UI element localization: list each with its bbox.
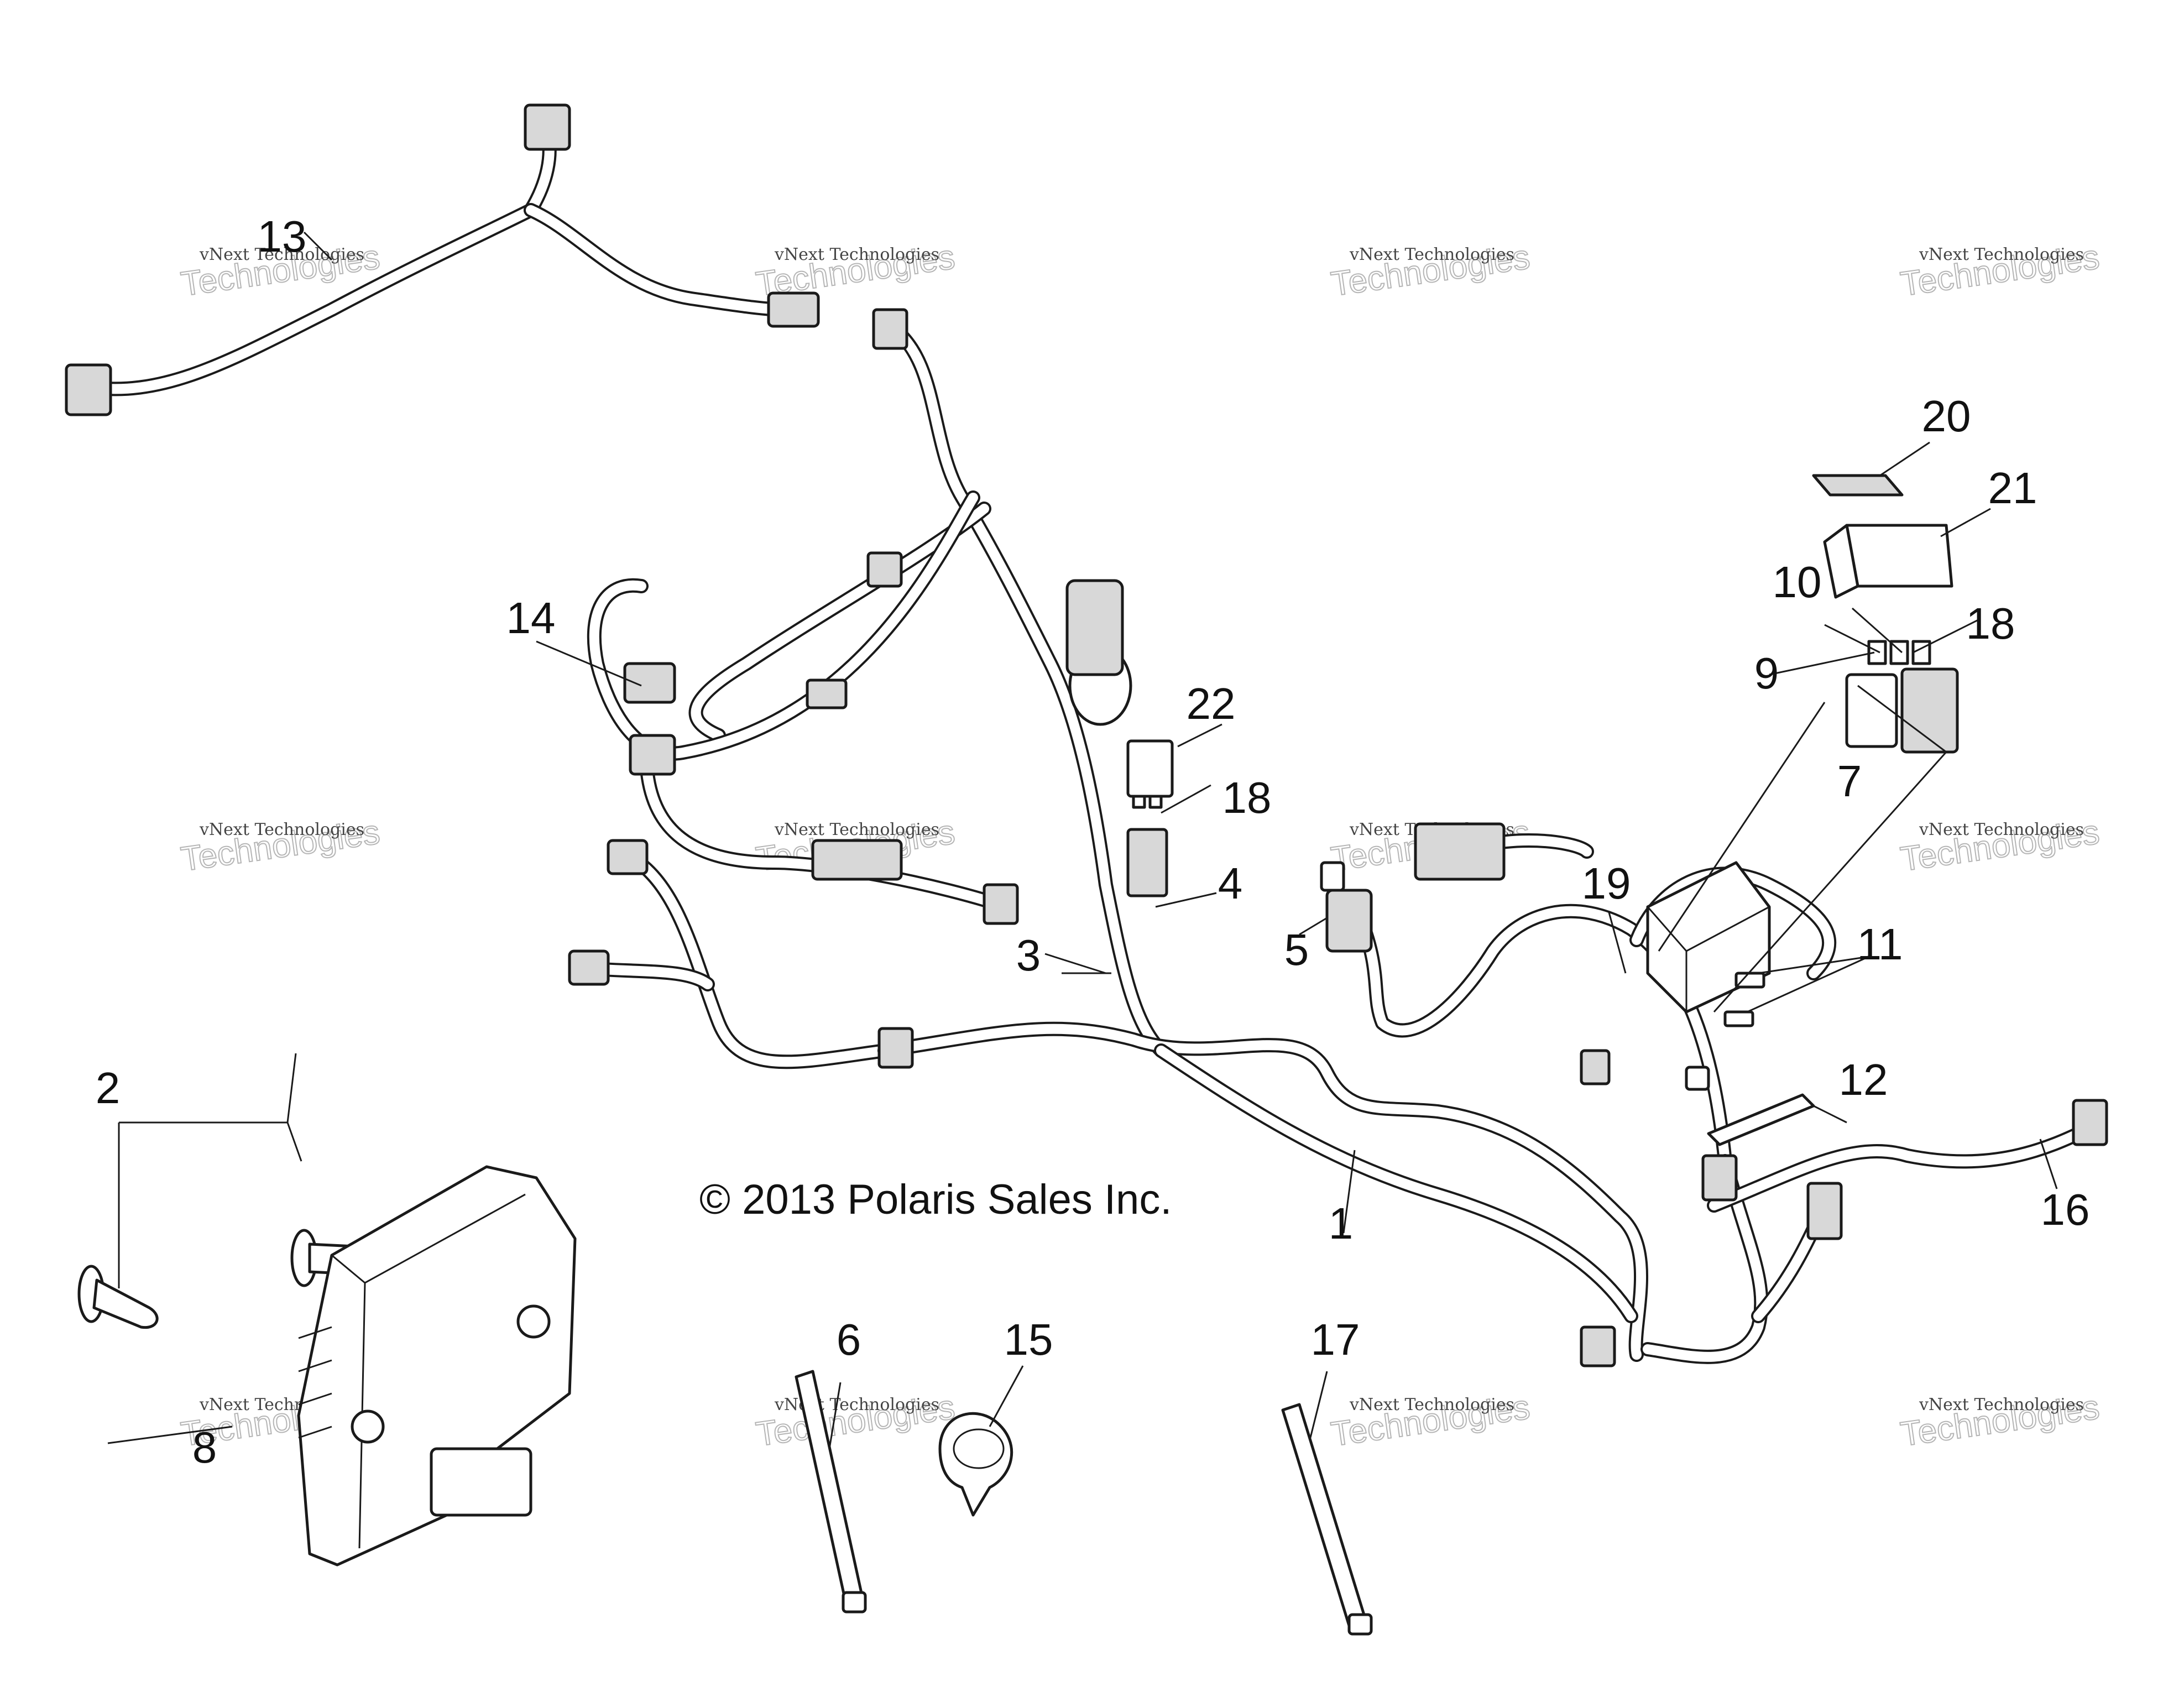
screws-11 <box>1685 972 1765 1091</box>
connector-icon <box>1580 1325 1616 1367</box>
watermark-text: vNext Technologies <box>1349 1395 1514 1414</box>
callout-labels: 1 2 3 4 5 6 7 8 9 10 11 12 13 14 15 16 1… <box>96 212 2090 1472</box>
connector-icon <box>806 678 848 709</box>
callout-17: 17 <box>1311 1315 1360 1364</box>
connector-icon <box>811 839 903 881</box>
watermark-text: vNext Technologies <box>774 820 939 839</box>
cable-tie-6 <box>795 1370 867 1614</box>
connector-icon <box>1414 822 1506 881</box>
copyright-text: © 2013 Polaris Sales Inc. <box>699 1176 1172 1223</box>
leader-lines <box>107 231 2058 1449</box>
callout-8: 8 <box>192 1423 217 1472</box>
callout-18-right: 18 <box>1966 599 2015 648</box>
callout-4: 4 <box>1218 859 1243 908</box>
callout-3: 3 <box>1016 931 1041 980</box>
callout-20: 20 <box>1922 391 1971 441</box>
connector-icon <box>2072 1099 2108 1146</box>
connector-icon <box>1806 1182 1843 1240</box>
connector-icon <box>524 103 571 151</box>
callout-10: 10 <box>1773 557 1822 607</box>
callout-11: 11 <box>1857 920 1903 969</box>
watermark-text: vNext Technologies <box>1349 245 1514 264</box>
fuse-box-19 <box>1646 861 1771 1014</box>
connector-icon <box>568 949 610 986</box>
watermark-text: vNext Technologies <box>199 245 364 264</box>
connector-icon <box>623 662 676 704</box>
callout-18-upper: 18 <box>1222 773 1272 822</box>
callout-7: 7 <box>1837 756 1862 806</box>
connector-icon <box>872 308 908 350</box>
watermark-text: vNext Technologies <box>774 245 939 264</box>
callout-15: 15 <box>1004 1315 1053 1364</box>
callout-9: 9 <box>1754 649 1779 698</box>
cable-tie-17 <box>1281 1403 1373 1636</box>
label-20 <box>1812 474 1904 497</box>
sub-harness-13 <box>65 103 820 416</box>
watermark-text: vNext Technologies <box>774 1395 939 1414</box>
callout-12: 12 <box>1839 1055 1888 1104</box>
callout-16: 16 <box>2041 1185 2090 1234</box>
connector-icon <box>877 1027 914 1069</box>
main-harness-1 <box>568 308 2108 1367</box>
connector-icon <box>866 551 903 588</box>
watermark-text: vNext Technologies <box>1919 245 2084 264</box>
watermark-text: vNext Technologies <box>1919 820 2084 839</box>
callout-5: 5 <box>1284 925 1309 974</box>
callout-13: 13 <box>258 212 307 261</box>
clip-15 <box>938 1412 1013 1517</box>
connector-stack-22 <box>1126 739 1174 897</box>
connector-icon <box>1701 1154 1738 1202</box>
connector-icon <box>607 839 649 875</box>
connector-icon <box>983 883 1019 925</box>
connector-icon <box>65 363 112 416</box>
ecu-module-8 <box>297 1165 577 1567</box>
callout-21: 21 <box>1988 463 2037 513</box>
relay-block-7 <box>1845 640 1959 754</box>
connector-icon <box>1580 1049 1611 1085</box>
callout-14: 14 <box>506 593 556 643</box>
watermark-text: vNext Technologies <box>199 820 364 839</box>
part-5-connector <box>1320 861 1373 953</box>
callout-2: 2 <box>96 1063 121 1113</box>
relay-icon <box>1065 579 1124 676</box>
watermark-text: vNext Technologies <box>1919 1395 2084 1414</box>
callout-6: 6 <box>837 1315 861 1364</box>
connector-icon <box>629 734 676 776</box>
callout-19: 19 <box>1582 859 1631 908</box>
callout-1: 1 <box>1329 1199 1354 1248</box>
connector-icon <box>767 291 820 328</box>
cover-21 <box>1823 524 1953 599</box>
callout-22: 22 <box>1187 679 1236 728</box>
